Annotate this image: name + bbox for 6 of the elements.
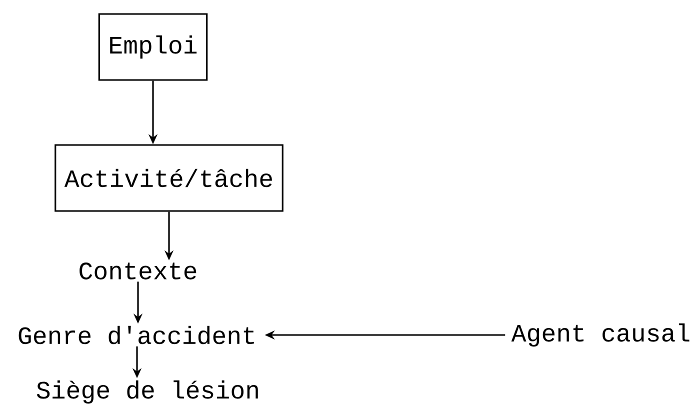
node-label: Contexte <box>80 262 196 280</box>
node-label: Siège de lésion <box>36 380 258 404</box>
node-label: Genre d'accident <box>18 326 254 344</box>
process-box: Activité/tâche <box>54 144 284 212</box>
node-label: Agent causal <box>511 323 690 347</box>
process-box: Emploi <box>98 13 208 81</box>
